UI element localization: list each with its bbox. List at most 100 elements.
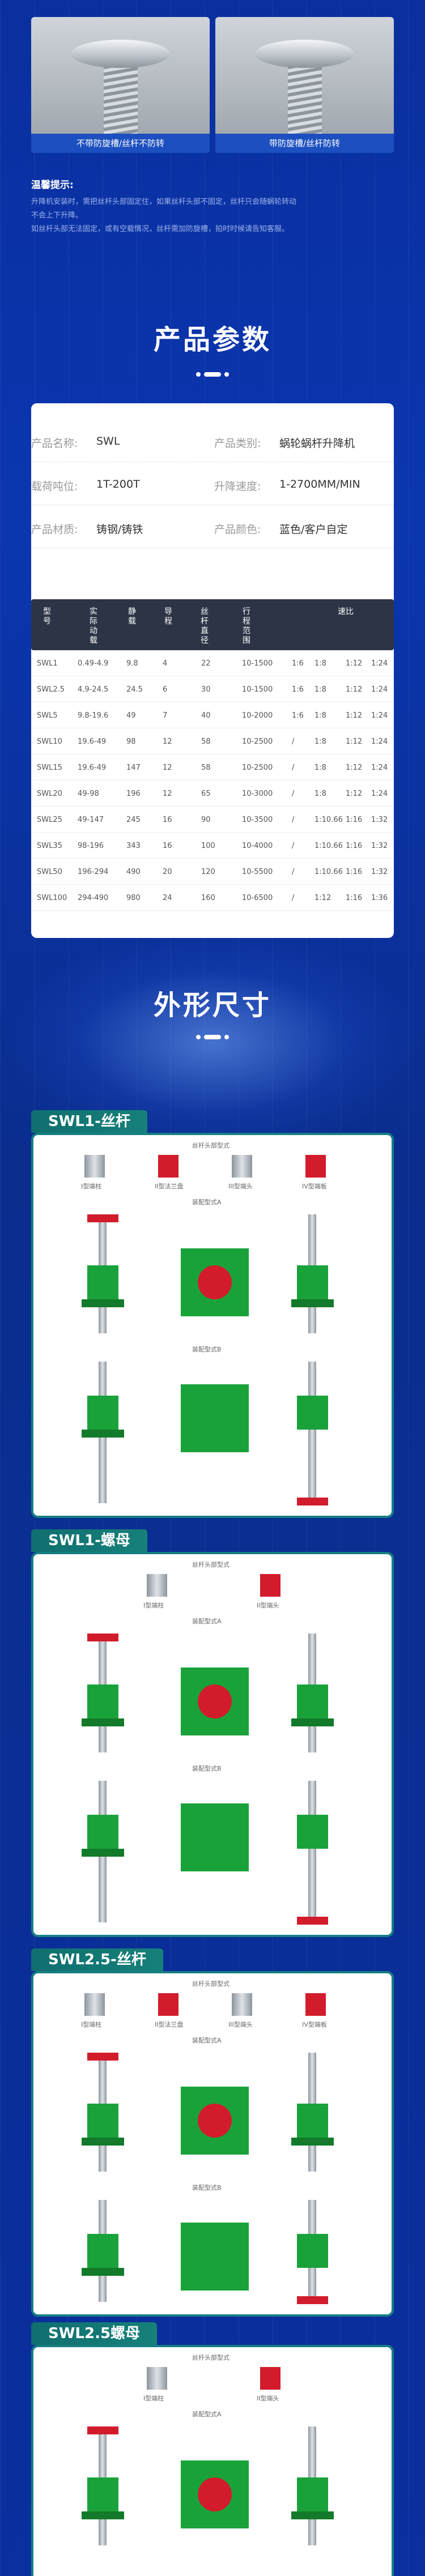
- table-cell: 22: [201, 659, 211, 668]
- table-cell: /: [292, 868, 295, 876]
- table-cell: 980: [126, 894, 141, 902]
- table-cell: 1:6: [292, 711, 304, 720]
- table-cell: 1:24: [371, 790, 388, 798]
- table-cell: 98: [126, 737, 136, 746]
- table-cell: 1:8: [314, 659, 326, 668]
- info-label: 产品类别:: [214, 437, 261, 450]
- table-cell: 1:24: [371, 659, 388, 668]
- gearbox-base: [82, 2511, 124, 2519]
- table-cell: 1:12: [346, 790, 363, 798]
- worm-wheel: [198, 1265, 232, 1299]
- tips-line: 如丝杆头部无法固定，或有空载情况，丝杆需加防旋槽，拍时时候请告知客服。: [31, 225, 290, 233]
- table-cell: 20: [163, 868, 172, 876]
- gearbox-side: [297, 1684, 328, 1718]
- table-cell: SWL25: [37, 816, 62, 824]
- part-label: IV型端板: [302, 2021, 327, 2028]
- info-label: 产品名称:: [31, 437, 78, 450]
- gearbox-side: [87, 1815, 118, 1849]
- table-cell: /: [292, 816, 295, 824]
- table-cell: /: [292, 894, 295, 902]
- table-cell: /: [292, 842, 295, 850]
- table-cell: 10-2000: [242, 711, 273, 720]
- part-label: II型法兰盘: [155, 2021, 184, 2028]
- table-cell: 1:36: [371, 894, 388, 902]
- part-shape: [84, 1993, 105, 2016]
- table-cell: 12: [163, 737, 172, 746]
- gearbox-base: [291, 2511, 334, 2519]
- table-cell: 1:8: [314, 711, 326, 720]
- drawing-caption: 丝杆头部型式: [192, 2354, 230, 2361]
- table-cell: 1:10.66: [314, 816, 343, 824]
- info-value: 1-2700MM/MIN: [279, 478, 360, 491]
- table-cell: 30: [201, 685, 211, 694]
- part-label: I型端柱: [143, 2395, 164, 2402]
- drawing-caption: 丝杆头部型式: [192, 1561, 230, 1568]
- gearbox-base: [82, 2268, 124, 2276]
- table-cell: 58: [201, 737, 211, 746]
- table-cell: 16: [163, 842, 172, 850]
- part-shape: [158, 1993, 178, 2016]
- table-cell: SWL2.5: [37, 685, 65, 694]
- drawing-caption: 丝杆头部型式: [192, 1980, 230, 1988]
- gearbox-base: [82, 2138, 124, 2146]
- photo-no-anti-rotation: 不带防旋槽/丝杆不防转: [31, 17, 210, 153]
- drawing-caption: 装配型式A: [192, 1618, 222, 1625]
- end-cap: [297, 1917, 328, 1925]
- table-cell: SWL15: [37, 764, 62, 772]
- tips-block: 温馨提示: 升降机安装时，需把丝杆头部固定住，如果丝杆头部不固定，丝杆只会随蜗轮…: [31, 177, 394, 236]
- part-shape: [84, 1155, 105, 1178]
- table-cell: 1:24: [371, 737, 388, 746]
- title-divider: [0, 1031, 425, 1042]
- table-cell: SWL10: [37, 737, 62, 746]
- table-cell: SWL100: [37, 894, 67, 902]
- table-cell: 6: [163, 685, 168, 694]
- part-shape: [147, 1574, 167, 1597]
- gearbox-side: [297, 1396, 328, 1430]
- table-cell: /: [292, 737, 295, 746]
- table-cell: 9.8-19.6: [78, 711, 109, 720]
- info-label: 载荷吨位:: [31, 480, 78, 493]
- table-cell: 0.49-4.9: [78, 659, 109, 668]
- table-cell: 1:12: [346, 764, 363, 772]
- table-cell: 1:12: [314, 894, 332, 902]
- info-value: 蜗轮蜗杆升降机: [279, 437, 355, 450]
- gearbox-base: [82, 1849, 124, 1857]
- table-cell: 1:8: [314, 685, 326, 694]
- table-cell: 1:16: [346, 842, 363, 850]
- screw-head-image: [255, 40, 354, 68]
- table-cell: 1:12: [346, 737, 363, 746]
- spec-table-header: 型号 实际动载 静载 导程 丝杆直径 行程范围 速比: [31, 599, 394, 650]
- gearbox-base: [82, 1430, 124, 1438]
- tips-title: 温馨提示:: [31, 180, 74, 191]
- table-cell: 147: [126, 764, 141, 772]
- table-cell: SWL50: [37, 868, 62, 876]
- table-cell: 10-5500: [242, 868, 273, 876]
- worm-wheel: [198, 2477, 232, 2511]
- drawing-tab: SWL2.5-丝杆: [31, 1948, 163, 1971]
- table-cell: 1:12: [346, 659, 363, 668]
- params-card: 产品名称: SWL 产品类别: 蜗轮蜗杆升降机 载荷吨位: 1T-200T 升降…: [31, 403, 394, 938]
- col-header: 行程范围: [243, 607, 250, 645]
- gearbox-side: [297, 2234, 328, 2268]
- part-shape: [232, 1993, 252, 2016]
- gearbox-side: [297, 2477, 328, 2511]
- info-value: SWL: [96, 435, 120, 447]
- table-cell: 49-147: [78, 816, 104, 824]
- info-label: 产品颜色:: [214, 523, 261, 536]
- table-cell: 1:24: [371, 711, 388, 720]
- drawing-caption: 装配型式B: [192, 2184, 222, 2191]
- table-cell: 10-1500: [242, 685, 273, 694]
- end-cap: [297, 2296, 328, 2304]
- info-label: 产品材质:: [31, 523, 78, 536]
- table-cell: 10-2500: [242, 764, 273, 772]
- table-cell: 10-3500: [242, 816, 273, 824]
- end-cap: [87, 1214, 118, 1222]
- table-cell: 49: [126, 711, 136, 720]
- table-cell: 1:32: [371, 842, 388, 850]
